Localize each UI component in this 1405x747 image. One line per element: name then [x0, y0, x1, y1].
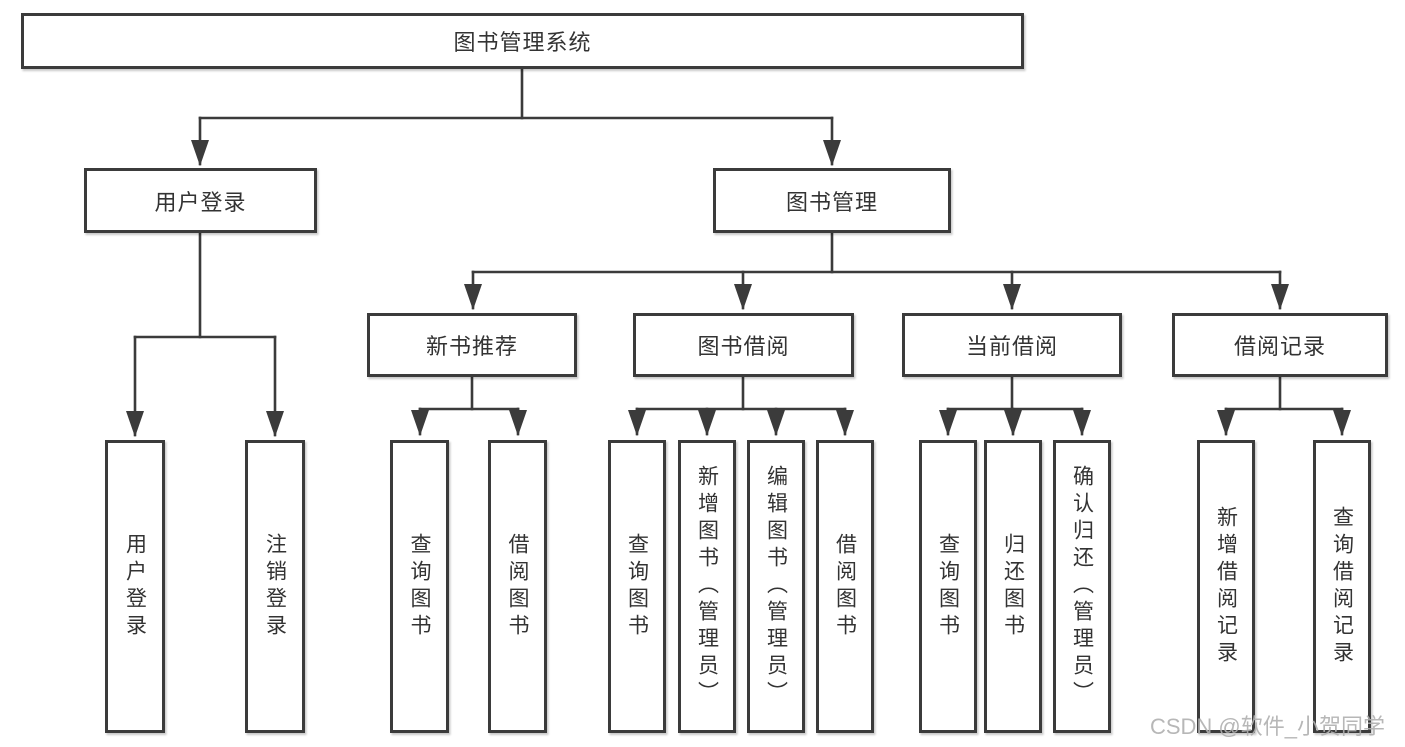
node-user-login: 用户登录: [84, 168, 317, 233]
connector-root-to-branches: [191, 67, 841, 166]
node-leaf-borrow-query-book: 查询图书: [608, 440, 666, 733]
node-leaf-borrow-add-book-label: 新增图书（管理员）: [695, 465, 719, 708]
node-leaf-borrow-query-book-label: 查询图书: [625, 532, 649, 641]
node-root: 图书管理系统: [21, 13, 1024, 69]
node-book-management: 图书管理: [713, 168, 951, 233]
node-leaf-current-query-book: 查询图书: [919, 440, 977, 733]
node-current-borrow-label: 当前借阅: [965, 334, 1058, 359]
node-book-borrow-label: 图书借阅: [697, 334, 790, 359]
watermark: CSDN @软件_小贺同学: [1149, 714, 1385, 739]
node-leaf-recommend-query-book-label: 查询图书: [408, 532, 431, 641]
node-leaf-logout-label: 注销登录: [263, 532, 287, 641]
node-leaf-borrow-borrow-book-label: 借阅图书: [833, 532, 857, 641]
node-current-borrow: 当前借阅: [902, 313, 1122, 377]
node-leaf-borrow-edit-book-label: 编辑图书（管理员）: [764, 465, 788, 708]
node-leaf-current-confirm-return: 确认归还（管理员）: [1053, 440, 1111, 733]
node-leaf-recommend-borrow-book-label: 借阅图书: [506, 532, 529, 641]
node-root-label: 图书管理系统: [453, 30, 592, 55]
node-leaf-logout: 注销登录: [245, 440, 305, 733]
node-leaf-current-confirm-return-label: 确认归还（管理员）: [1070, 465, 1094, 708]
node-leaf-record-add-label: 新增借阅记录: [1214, 505, 1238, 668]
node-leaf-record-add: 新增借阅记录: [1197, 440, 1255, 733]
node-leaf-recommend-borrow-book: 借阅图书: [488, 440, 547, 733]
connector-borrow-record-to-leaves: [1217, 375, 1351, 436]
node-leaf-borrow-borrow-book: 借阅图书: [816, 440, 874, 733]
node-borrow-record: 借阅记录: [1172, 313, 1388, 377]
node-leaf-recommend-query-book: 查询图书: [390, 440, 449, 733]
node-user-login-label: 用户登录: [154, 189, 247, 215]
node-leaf-record-query-label: 查询借阅记录: [1330, 505, 1354, 668]
connector-book-management-to-modules: [464, 231, 1289, 310]
node-leaf-borrow-edit-book: 编辑图书（管理员）: [747, 440, 805, 733]
node-leaf-login-label: 用户登录: [123, 532, 147, 641]
node-book-management-label: 图书管理: [785, 189, 878, 215]
node-book-borrow: 图书借阅: [633, 313, 854, 377]
node-new-book-recommend: 新书推荐: [367, 313, 577, 377]
connector-new-book-recommend-to-leaves: [411, 375, 527, 436]
connector-book-borrow-to-leaves: [628, 375, 854, 436]
connector-user-login-to-leaves: [126, 231, 284, 437]
node-borrow-record-label: 借阅记录: [1233, 334, 1326, 359]
node-leaf-current-return-book: 归还图书: [984, 440, 1042, 733]
node-leaf-login: 用户登录: [105, 440, 165, 733]
node-leaf-record-query: 查询借阅记录: [1313, 440, 1371, 733]
node-leaf-current-query-book-label: 查询图书: [936, 532, 960, 641]
node-leaf-current-return-book-label: 归还图书: [1001, 532, 1025, 641]
connector-current-borrow-to-leaves: [939, 375, 1091, 436]
node-leaf-borrow-add-book: 新增图书（管理员）: [678, 440, 736, 733]
node-new-book-recommend-label: 新书推荐: [425, 334, 518, 359]
